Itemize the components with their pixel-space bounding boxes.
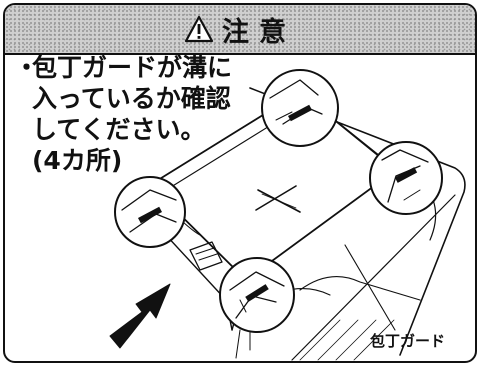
bullet-mark: ・: [14, 53, 40, 82]
warning-triangle-icon: [184, 15, 214, 43]
instruction-line-1: 包丁ガードが溝に: [32, 53, 233, 82]
instruction-line-4: (4カ所): [32, 146, 123, 175]
instruction-line-2: 入っているか確認: [32, 84, 231, 113]
instruction-line-3: してください。: [32, 115, 206, 144]
instruction-text: ・包丁ガードが溝に 入っているか確認 してください。 (4カ所): [14, 52, 232, 176]
caution-title: 注意: [222, 16, 296, 48]
caution-header: 注意: [5, 5, 475, 55]
insert-direction-arrow: [109, 283, 171, 349]
cross-mark: [255, 185, 301, 213]
knife-guard-label: 包丁ガード: [370, 332, 446, 350]
